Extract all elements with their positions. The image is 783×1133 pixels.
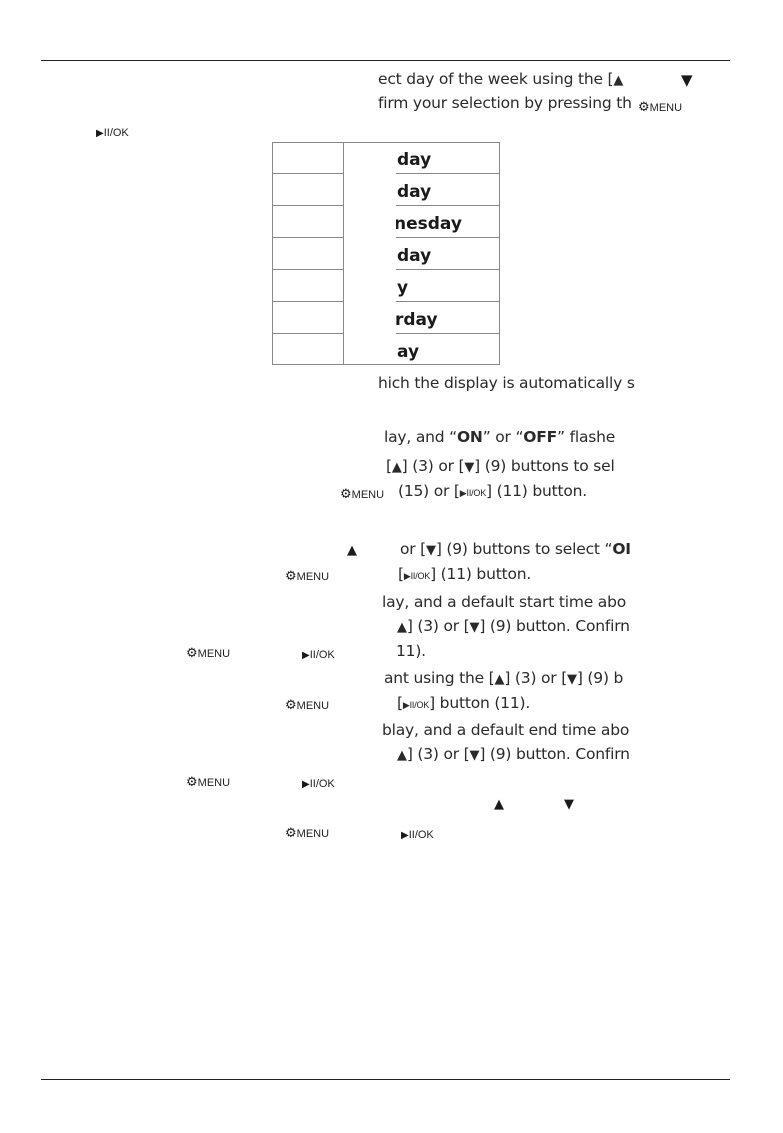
bottom-rule	[41, 1079, 730, 1080]
play-icon: ▶	[401, 830, 409, 841]
table-cell-day-3: nesday	[394, 214, 462, 234]
play-ok-icon: ▶II/OK	[302, 778, 335, 790]
menu-icon: ⚙MENU	[285, 698, 330, 713]
menu-icon: ⚙MENU	[340, 487, 385, 502]
up-arrow-icon: ▲	[397, 620, 407, 635]
up-arrow-icon: ▲	[613, 73, 624, 88]
text-line-8: [▶II/OK] (11) button.	[398, 565, 532, 583]
table-cell-day-1: day	[397, 150, 432, 170]
table-cell-day-5: y	[397, 278, 409, 298]
text-line-2: firm your selection by pressing th	[378, 94, 632, 112]
play-ok-icon: ▶II/OK	[96, 127, 129, 139]
table-cell-day-7: ay	[397, 342, 420, 362]
table-cell-day-4: day	[397, 246, 432, 266]
gear-icon: ⚙	[285, 826, 297, 841]
gear-icon: ⚙	[186, 775, 198, 790]
down-arrow-icon: ▼	[426, 543, 436, 558]
text-line-3: hich the display is automatically s	[378, 374, 635, 392]
up-arrow-icon: ▲	[397, 748, 407, 763]
text-line-15: ▲] (3) or [▼] (9) button. Confirn	[397, 745, 630, 763]
play-ok-icon: ▶II/OK	[401, 829, 434, 841]
play-icon: ▶	[302, 779, 310, 790]
text-line-5: [▲] (3) or [▼] (9) buttons to sel	[386, 457, 615, 475]
menu-icon: ⚙MENU	[186, 775, 231, 790]
text-line-13: [▶II/OK] button (11).	[397, 694, 531, 712]
table-mask	[344, 143, 396, 364]
menu-icon: ⚙MENU	[285, 569, 330, 584]
up-arrow-icon: ▲	[347, 543, 357, 558]
down-arrow-icon: ▼	[681, 71, 693, 89]
gear-icon: ⚙	[285, 569, 297, 584]
play-ok-icon: ▶II/OK	[302, 649, 335, 661]
text-line-14: blay, and a default end time abo	[382, 721, 630, 739]
up-arrow-icon: ▲	[494, 797, 504, 812]
menu-icon: ⚙MENU	[186, 646, 231, 661]
play-icon: ▶	[402, 701, 410, 711]
text-line-7: or [▼] (9) buttons to select “OI	[400, 540, 631, 558]
text-line-12: ant using the [▲] (3) or [▼] (9) b	[384, 669, 624, 687]
menu-icon: ⚙MENU	[638, 100, 683, 115]
down-arrow-icon: ▼	[464, 460, 475, 475]
up-arrow-icon: ▲	[494, 672, 505, 687]
down-arrow-icon: ▼	[567, 672, 577, 687]
down-arrow-icon: ▼	[469, 620, 480, 635]
play-icon: ▶	[96, 128, 104, 139]
down-arrow-icon: ▼	[564, 797, 574, 812]
text-line-10: ▲] (3) or [▼] (9) button. Confirn	[397, 617, 630, 635]
play-icon: ▶	[459, 489, 467, 499]
gear-icon: ⚙	[638, 100, 650, 115]
up-arrow-icon: ▲	[391, 460, 402, 475]
text-line-6: (15) or [▶II/OK] (11) button.	[398, 482, 588, 500]
table-cell-day-2: day	[397, 182, 432, 202]
text-line-9: lay, and a default start time abo	[382, 593, 627, 611]
top-rule	[41, 60, 730, 61]
gear-icon: ⚙	[285, 698, 297, 713]
menu-icon: ⚙MENU	[285, 826, 330, 841]
text-line-4: lay, and “ON” or “OFF” flashe	[384, 428, 616, 446]
play-icon: ▶	[302, 650, 310, 661]
play-icon: ▶	[403, 572, 411, 582]
down-arrow-icon: ▼	[469, 748, 480, 763]
gear-icon: ⚙	[340, 487, 352, 502]
text-line-1: ect day of the week using the [▲	[378, 70, 624, 88]
table-cell-day-6: rday	[395, 310, 438, 330]
gear-icon: ⚙	[186, 646, 198, 661]
text-line-11: 11).	[396, 642, 426, 660]
